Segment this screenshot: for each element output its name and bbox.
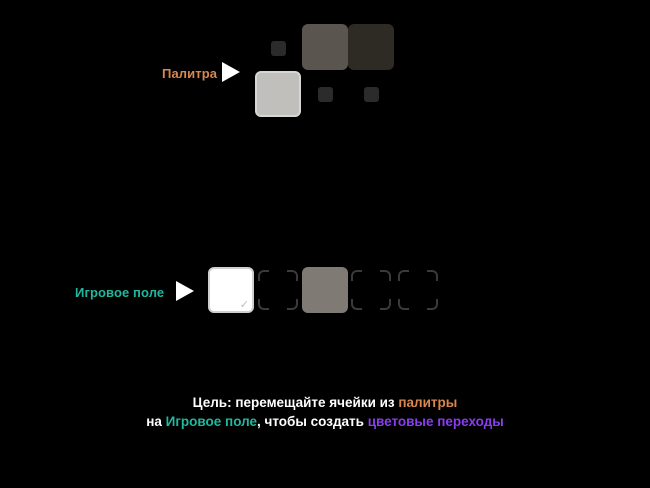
empty-slot-corner [258,270,269,281]
palette-tile[interactable] [318,87,333,102]
palette-label: Палитра [162,66,218,81]
empty-slot-corner [258,299,269,310]
board-pointer-arrow-icon [176,281,194,301]
board-cell-tile [208,267,254,313]
empty-slot-corner [398,270,409,281]
board-cell-empty[interactable] [395,267,441,313]
instructions-text-segment: , чтобы создать [257,414,368,429]
palette-tile[interactable] [364,87,379,102]
board-cell-empty[interactable] [255,267,301,313]
board-cell-empty[interactable] [348,267,394,313]
empty-slot-corner [380,299,391,310]
checkmark-icon: ✓ [239,299,249,311]
empty-slot-corner [427,270,438,281]
instructions-text-segment: Цель: перемещайте ячейки из [192,395,399,410]
empty-slot-corner [398,299,409,310]
empty-slot-corner [380,270,391,281]
instructions-palette-highlight: палитры [398,395,458,410]
instructions-line-2: на Игровое поле, чтобы создать цветовые … [0,412,650,431]
palette-tile[interactable] [348,24,394,70]
board-cell[interactable] [302,267,348,313]
palette-tile-selected[interactable] [255,71,301,117]
empty-slot-corner [427,299,438,310]
instructions-gradients-highlight: цветовые переходы [367,414,504,429]
empty-slot-corner [287,299,298,310]
palette-tile[interactable] [302,24,348,70]
instructions-text-segment: на [146,414,166,429]
empty-slot-corner [351,270,362,281]
empty-slot-corner [351,299,362,310]
palette-pointer-arrow-icon [222,62,240,82]
instructions-line-1: Цель: перемещайте ячейки из палитры [0,393,650,412]
board-label: Игровое поле [75,285,165,300]
board-cell-tile [302,267,348,313]
instructions-text: Цель: перемещайте ячейки из палитры на И… [0,393,650,431]
board-cell[interactable]: ✓ [208,267,254,313]
palette-tile[interactable] [271,41,286,56]
instructions-board-highlight: Игровое поле [165,414,258,429]
empty-slot-corner [287,270,298,281]
